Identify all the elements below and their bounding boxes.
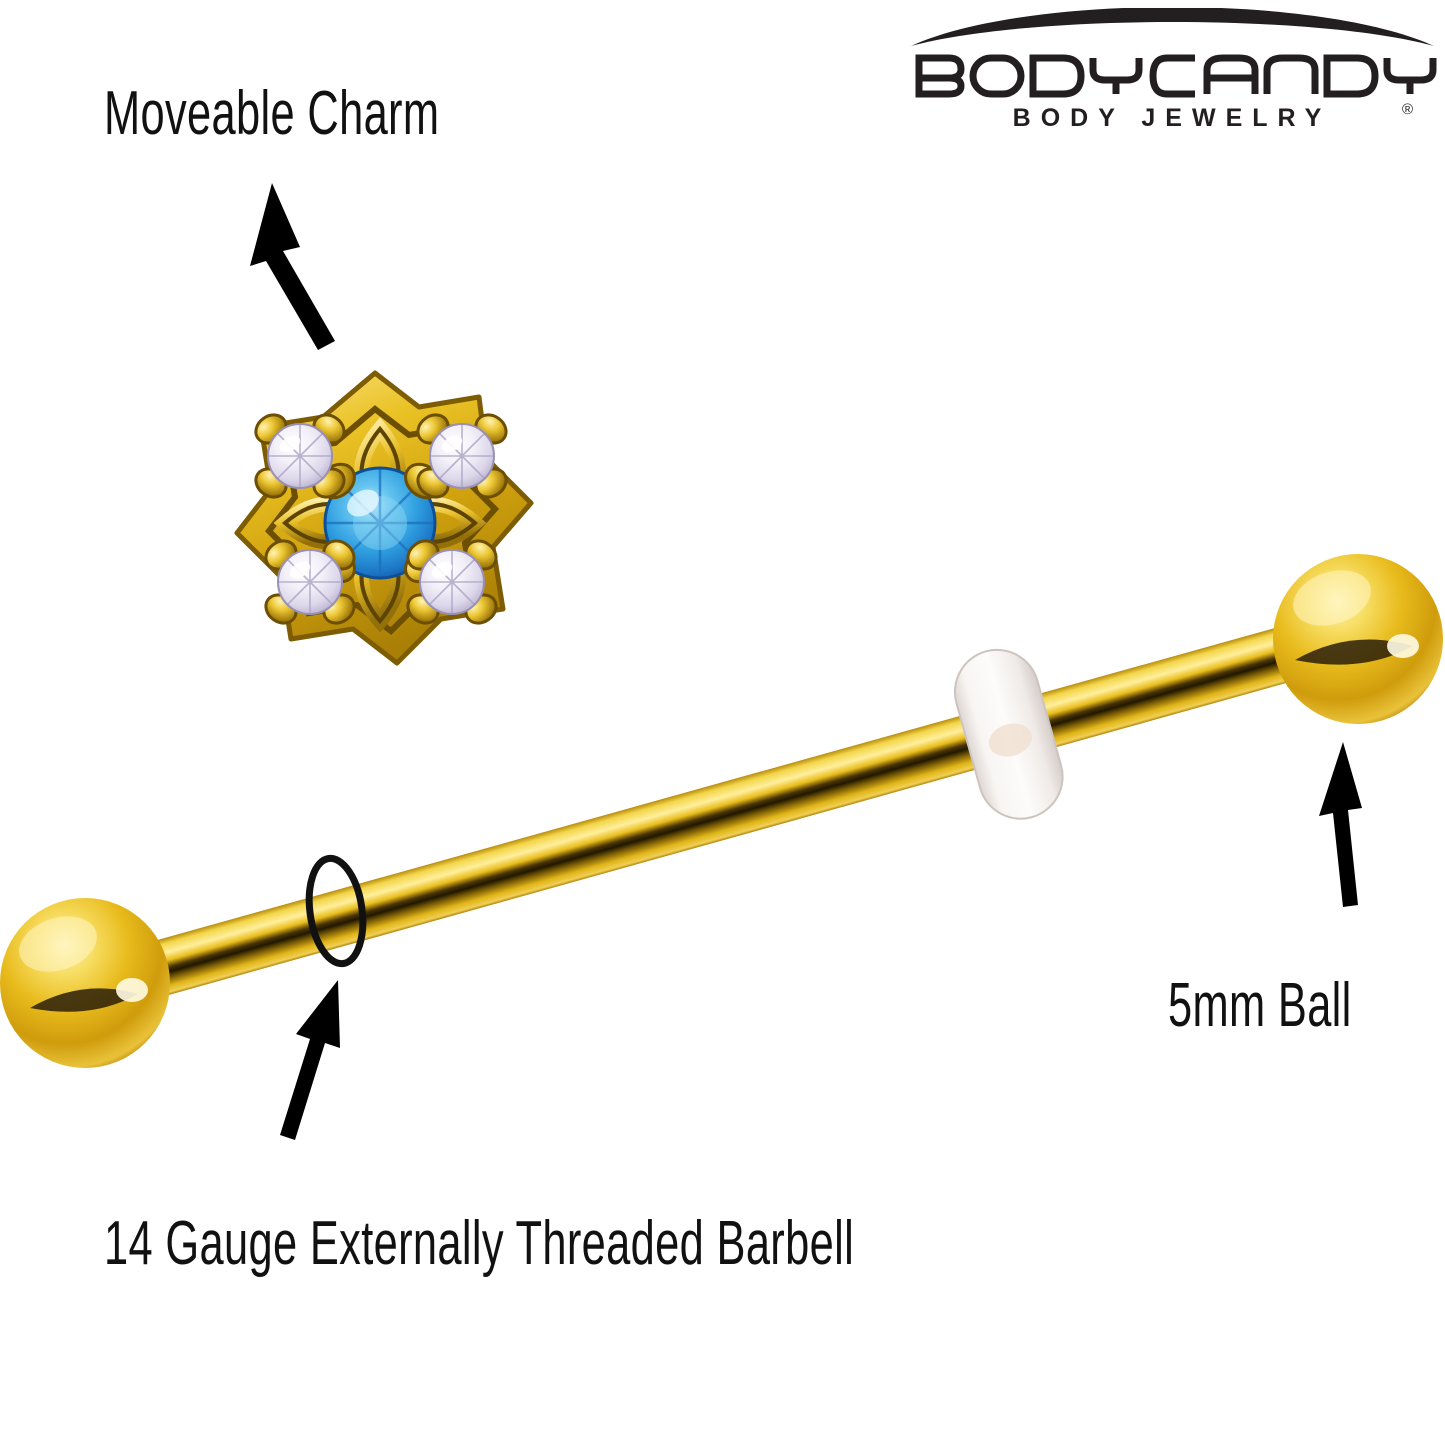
logo-registered-icon: ®: [1402, 101, 1413, 118]
threading-ellipse-marker: [305, 854, 367, 968]
clear-cz-gem-top-right: [416, 413, 508, 499]
arrow-5mm-ball: [1319, 742, 1362, 907]
logo-subline: BODY JEWELRY: [1013, 104, 1332, 132]
barbell-ball-left: [0, 898, 170, 1068]
barbell-shaft: [120, 618, 1325, 1005]
label-5mm-ball: 5mm Ball: [1168, 971, 1352, 1040]
logo-arc-icon: [911, 7, 1434, 46]
arrow-moveable-charm: [250, 183, 335, 350]
charm-petals-shadow: [281, 425, 479, 625]
bodycandy-logo: BODY JEWELRY ®: [905, 7, 1440, 133]
label-moveable-charm: Moveable Charm: [104, 79, 440, 148]
clear-cz-gem-bottom-left: [264, 539, 356, 625]
clear-cz-gem-bottom-right: [406, 539, 498, 625]
charm-inner-frame: [265, 405, 500, 635]
charm-outer-frame: [234, 370, 534, 666]
arrow-barbell: [280, 980, 340, 1140]
label-14-gauge-barbell: 14 Gauge Externally Threaded Barbell: [104, 1209, 855, 1278]
barbell-ball-right: [1273, 554, 1443, 724]
flower-mandala-charm: [234, 370, 534, 666]
aqua-cz-gem: [323, 466, 437, 580]
charm-petals: [273, 417, 487, 633]
charm-filigree-struts: [294, 442, 466, 612]
clear-cz-gem-top-left: [254, 413, 346, 499]
silicone-o-ring: [953, 648, 1064, 820]
charm-center-prongs: [318, 462, 442, 584]
